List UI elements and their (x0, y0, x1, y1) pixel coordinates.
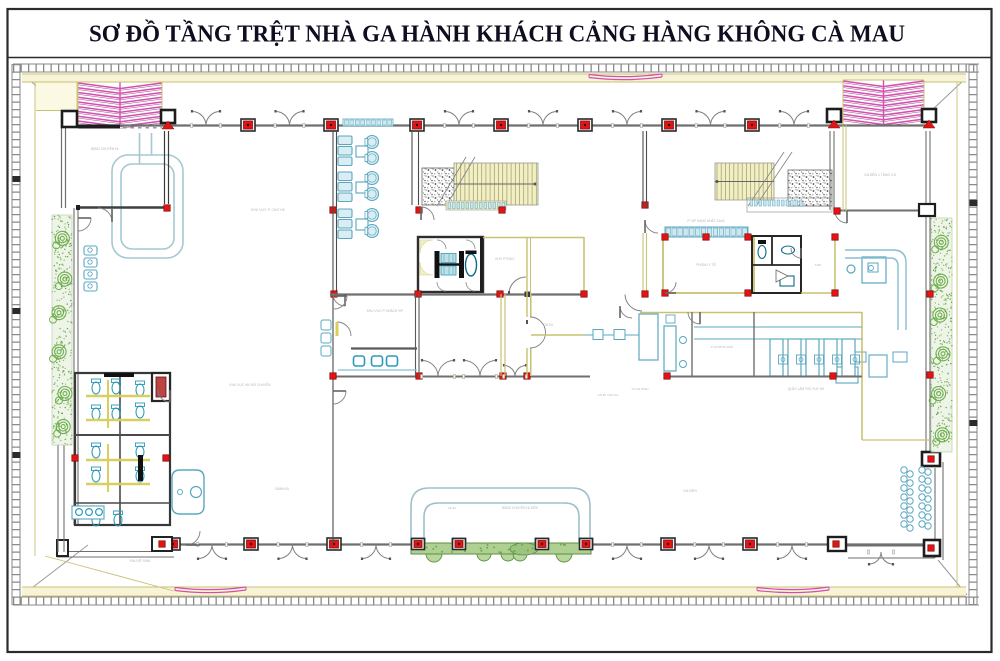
svg-text:BĂNG CHUYỀN HL: BĂNG CHUYỀN HL (91, 146, 120, 151)
svg-text:BĂNG CHUYỀN HL ĐẾN: BĂNG CHUYỀN HL ĐẾN (502, 505, 539, 510)
svg-text:QUẦY LÀM THỦ TỤC HK: QUẦY LÀM THỦ TỤC HK (788, 386, 825, 391)
svg-text:KT AN NINH: KT AN NINH (632, 387, 649, 391)
svg-text:GA ĐẾN: GA ĐẾN (683, 488, 697, 493)
svg-text:KHU VỰC P. KHÁCH VIP: KHU VỰC P. KHÁCH VIP (367, 309, 403, 313)
svg-text:P. VIP HẠNG NHẤT 24m2: P. VIP HẠNG NHẤT 24m2 (687, 219, 724, 223)
svg-text:KHO P.TRỰC: KHO P.TRỰC (495, 257, 515, 261)
svg-text:HL ĐI: HL ĐI (448, 506, 456, 510)
svg-text:KHU VỰC P. CHỜ HK: KHU VỰC P. CHỜ HK (251, 207, 286, 212)
svg-text:KHU VỰC HK NỐI CHUYẾN: KHU VỰC HK NỐI CHUYẾN (230, 382, 272, 387)
svg-text:GA ĐI: GA ĐI (543, 323, 553, 327)
svg-text:P. HƯỚNG DẪN: P. HƯỚNG DẪN (711, 344, 733, 349)
svg-text:SẢNH ĐI: SẢNH ĐI (275, 486, 289, 491)
svg-text:LỐI ĐI VÀO GA: LỐI ĐI VÀO GA (597, 392, 618, 397)
svg-text:KHU VỆ SINH: KHU VỆ SINH (130, 558, 151, 563)
svg-text:SƠ ĐỒ TẦNG TRỆT NHÀ GA HÀNH KH: SƠ ĐỒ TẦNG TRỆT NHÀ GA HÀNH KHÁCH CẢNG H… (89, 21, 905, 48)
svg-text:KHO: KHO (815, 263, 822, 267)
svg-text:PHÒNG Y TẾ: PHÒNG Y TẾ (696, 262, 716, 267)
svg-text:GA ĐẾN 1 TẦNG 4.8: GA ĐẾN 1 TẦNG 4.8 (864, 172, 896, 177)
